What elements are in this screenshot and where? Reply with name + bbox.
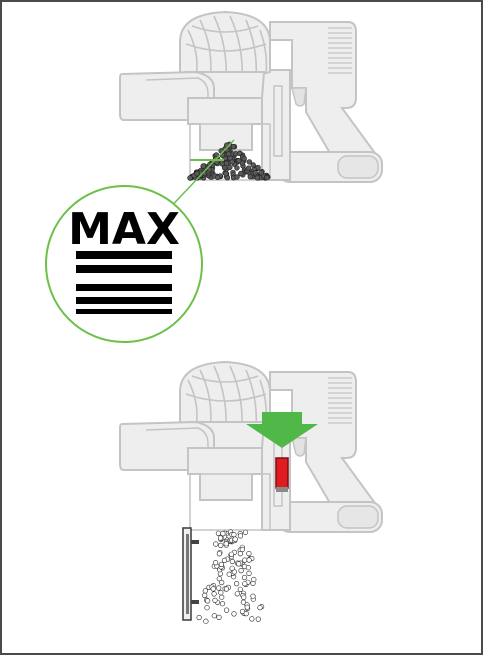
max-mark-bar-5 [76, 309, 172, 314]
dirt-particle [221, 531, 226, 536]
dirt-particle [258, 605, 263, 610]
dirt-particle [201, 164, 206, 169]
dirt-particle [265, 175, 270, 180]
dirt-particle [243, 530, 248, 535]
dirt-particle [251, 594, 256, 599]
dirt-particle [213, 598, 218, 603]
dirt-particle [213, 560, 218, 565]
dirt-particle [227, 572, 232, 577]
dirt-particle [224, 161, 229, 166]
dirt-particle [204, 619, 209, 624]
max-mark-bar-2 [76, 265, 172, 273]
latch-base [276, 487, 288, 492]
dirt-particle [238, 534, 243, 539]
dirt-particle [205, 599, 210, 604]
dirt-particle [216, 586, 221, 591]
dirt-particle [230, 160, 235, 165]
dirt-particle [246, 565, 251, 570]
dirt-particle [218, 536, 223, 541]
dirt-particle [245, 605, 250, 610]
dirt-particle [219, 562, 224, 567]
dirt-particle [197, 615, 202, 620]
dirt-particle [246, 166, 251, 171]
dirt-particle [232, 612, 237, 617]
max-mark-bar-1 [76, 251, 172, 259]
dirt-particle [203, 589, 208, 594]
max-mark-bar-3 [76, 284, 172, 291]
dirt-particle [240, 547, 245, 552]
dirt-particle [222, 165, 227, 170]
dirt-particle [227, 165, 232, 170]
dirt-particle [243, 582, 248, 587]
dirt-particle [216, 531, 221, 536]
dirt-particle [224, 608, 229, 613]
dirt-particle [235, 166, 240, 171]
dirt-particle [236, 562, 241, 567]
dirt-particle [219, 580, 224, 585]
release-latch [276, 458, 288, 488]
dirt-particle [243, 558, 248, 563]
dirt-particle [253, 170, 258, 175]
dirt-particle [238, 587, 243, 592]
dirt-particle [222, 558, 227, 563]
dirt-particle [247, 558, 252, 563]
dirt-particle [217, 615, 222, 620]
dirt-particle [252, 577, 257, 582]
dirt-particle [248, 174, 253, 179]
dirt-particle [224, 171, 229, 176]
dirt-particle [215, 175, 220, 180]
dirt-particle [214, 542, 219, 547]
dirt-particle [219, 595, 224, 600]
dirt-particle [224, 541, 229, 546]
dirt-particle [244, 611, 249, 616]
dirt-particle [259, 170, 264, 175]
dirt-particle [211, 587, 216, 592]
dirt-particle [235, 175, 240, 180]
dirt-particle [220, 601, 225, 606]
dirt-particle [255, 176, 260, 181]
dirt-particle [247, 551, 252, 556]
dirt-particle [218, 543, 223, 548]
dirt-particle [241, 595, 246, 600]
dirt-particle [234, 581, 239, 586]
dirt-particle [242, 575, 247, 580]
dirt-particle [232, 532, 237, 537]
dirt-particle [235, 592, 240, 597]
dirt-particle [229, 552, 234, 557]
dirt-particle [205, 605, 210, 610]
dirt-particle [188, 176, 193, 181]
dirt-particle [247, 571, 252, 576]
dirt-particle [224, 587, 229, 592]
dirt-particle [226, 152, 231, 157]
dirt-particle [230, 559, 235, 564]
dirt-particle [217, 552, 222, 557]
dirt-particle [239, 568, 244, 573]
dirt-particle [250, 617, 255, 622]
dirt-particle [238, 171, 243, 176]
dirt-particle [195, 171, 200, 176]
dirt-particle [256, 617, 261, 622]
dirt-particle [219, 590, 224, 595]
max-label: MAX [68, 204, 180, 255]
dirt-particle [202, 593, 207, 598]
dirt-particle [237, 151, 242, 156]
dirt-particle [212, 592, 217, 597]
max-mark-bar-4 [76, 297, 172, 304]
dirt-particle [212, 613, 217, 618]
dirt-particle [233, 537, 238, 542]
dirt-particle [230, 566, 235, 571]
dirt-particle [242, 156, 247, 161]
dirt-particle [236, 158, 241, 163]
